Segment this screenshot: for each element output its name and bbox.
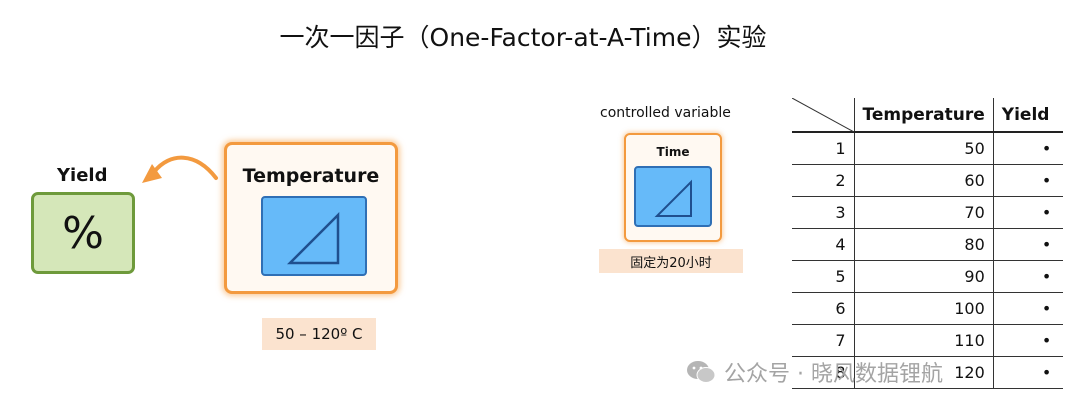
time-fixed-note: 固定为20小时 [599, 249, 743, 273]
temperature-cell: 70 [854, 196, 994, 229]
wechat-icon [687, 361, 716, 383]
temperature-label: Temperature [242, 165, 380, 187]
corner-header [792, 98, 855, 133]
yield-label: Yield [57, 165, 108, 186]
yield-cell: • [993, 228, 1064, 261]
temperature-column-header: Temperature [854, 98, 994, 133]
yield-cell: • [993, 260, 1064, 293]
temperature-cell: 60 [854, 164, 994, 197]
run-number-cell: 4 [792, 228, 855, 261]
time-label: Time [656, 145, 690, 159]
run-number-cell: 7 [792, 324, 855, 357]
page-title: 一次一因子（One-Factor-at-A-Time）实验 [279, 23, 767, 52]
watermark-text: 公众号 · 晓风数据锂航 [724, 362, 943, 387]
time-control-panel [634, 166, 712, 227]
watermark: 公众号 · 晓风数据锂航 [686, 356, 943, 388]
run-number-cell: 2 [792, 164, 855, 197]
yield-cell: • [993, 324, 1064, 357]
temperature-cell: 100 [854, 292, 994, 325]
run-number-cell: 5 [792, 260, 855, 293]
temperature-control-panel [261, 196, 367, 276]
run-number-cell: 8 [792, 356, 855, 389]
temperature-cell: 110 [854, 324, 994, 357]
yield-cell: • [993, 132, 1064, 165]
time-factor-box: Time [624, 133, 722, 242]
yield-cell: • [993, 292, 1064, 325]
yield-cell: • [993, 164, 1064, 197]
ramp-triangle-icon [286, 211, 340, 265]
run-number-cell: 1 [792, 132, 855, 165]
run-number-cell: 3 [792, 196, 855, 229]
yield-column-header: Yield [993, 98, 1064, 133]
temperature-cell: 90 [854, 260, 994, 293]
temperature-range-badge: 50 – 120º C [262, 318, 376, 350]
ramp-triangle-icon [654, 179, 692, 217]
curved-arrow-icon [142, 155, 218, 183]
temperature-cell: 120 [854, 356, 994, 389]
yield-box: % [31, 192, 135, 274]
yield-cell: • [993, 356, 1064, 389]
yield-cell: • [993, 196, 1064, 229]
temperature-cell: 50 [854, 132, 994, 165]
temperature-cell: 80 [854, 228, 994, 261]
temperature-factor-box: Temperature [224, 142, 398, 294]
percent-symbol: % [62, 207, 104, 259]
diagonal-line [792, 98, 854, 132]
controlled-variable-caption: controlled variable [600, 105, 731, 121]
run-number-cell: 6 [792, 292, 855, 325]
